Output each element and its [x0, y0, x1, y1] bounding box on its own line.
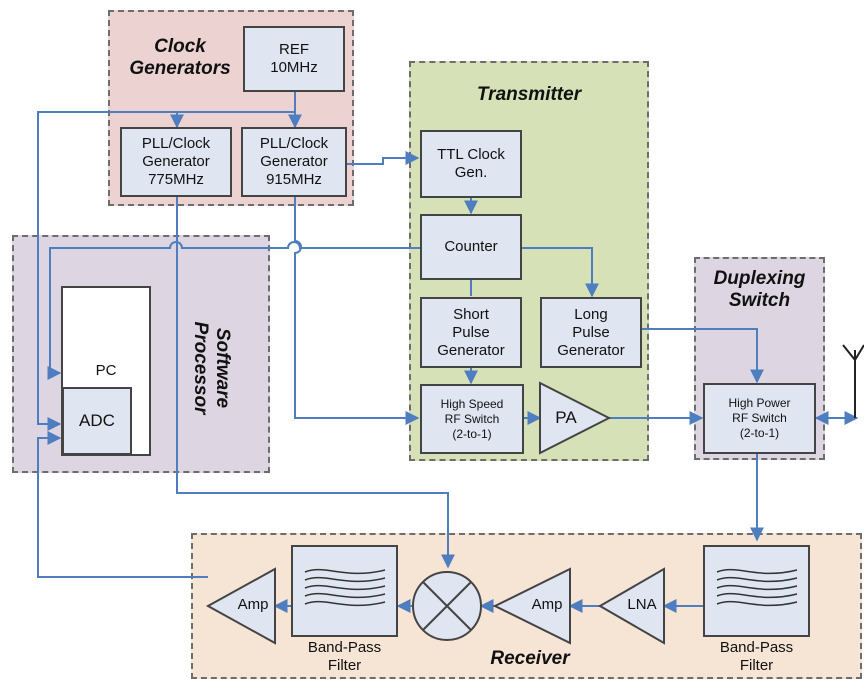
clock-generators-title: Clock Generators — [129, 36, 231, 79]
long-pulse-generator-block: Long Pulse Generator — [540, 297, 642, 368]
pa-amplifier-shape — [539, 381, 612, 455]
duplexing-switch-title: Duplexing Switch — [713, 268, 806, 311]
bpf-left-shape — [291, 545, 398, 637]
pll-915mhz-block: PLL/Clock Generator 915MHz — [241, 127, 347, 197]
transmitter-title: Transmitter — [476, 84, 582, 105]
mixer-icon — [412, 571, 482, 641]
wire-pll915-to-hs — [294, 197, 420, 425]
high-power-rf-switch-block: High Power RF Switch (2-to-1) — [703, 383, 816, 454]
wire-amp-to-adc — [37, 431, 208, 578]
wire-ref-bus — [37, 92, 296, 431]
bpf-left-label: Band-Pass Filter — [307, 639, 382, 674]
wire-pll915-to-ttl — [347, 151, 420, 165]
adc-block: ADC — [62, 387, 132, 455]
pll-775mhz-block: PLL/Clock Generator 775MHz — [120, 127, 232, 197]
receiver-title: Receiver — [490, 648, 570, 669]
amp-mid-label: Amp — [531, 596, 563, 613]
pc-label: PC — [95, 362, 117, 379]
amp-out-shape — [205, 567, 276, 645]
wire-counter-to-pc — [47, 241, 420, 380]
lna-label: LNA — [627, 596, 657, 613]
ttl-clock-gen-block: TTL Clock Gen. — [420, 130, 522, 198]
amp-out-label: Amp — [237, 596, 269, 613]
amp-mid-shape — [492, 567, 571, 645]
wire-long-to-hp — [642, 328, 764, 384]
counter-block: Counter — [420, 214, 522, 280]
ref-10mhz-block: REF 10MHz — [243, 26, 345, 92]
lna-shape — [598, 567, 665, 645]
antenna-icon — [842, 344, 864, 418]
pa-label: PA — [555, 408, 577, 427]
short-pulse-generator-block: Short Pulse Generator — [420, 297, 522, 368]
high-speed-rf-switch-block: High Speed RF Switch (2-to-1) — [420, 384, 524, 454]
wire-pll775-to-mixer — [176, 197, 455, 569]
wire-counter-to-long — [522, 247, 599, 298]
bpf-right-shape — [703, 545, 810, 637]
bpf-right-label: Band-Pass Filter — [719, 639, 794, 674]
